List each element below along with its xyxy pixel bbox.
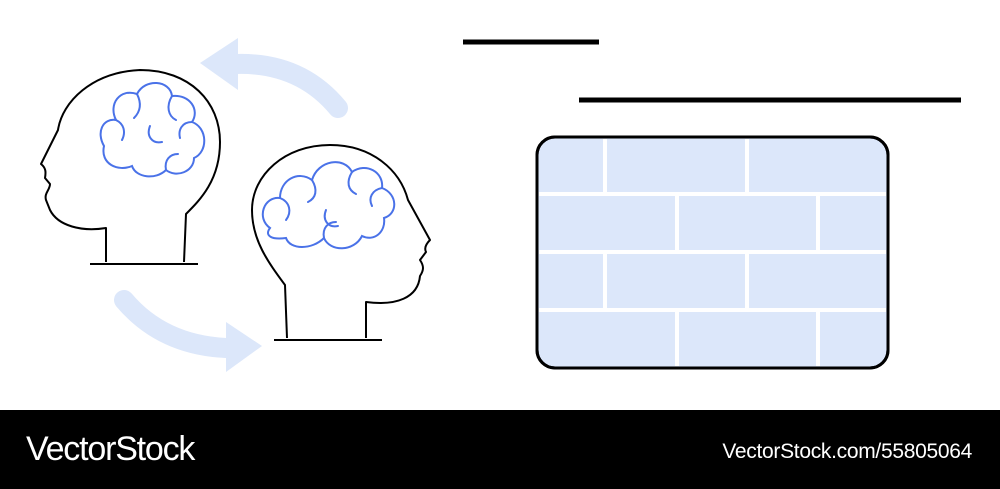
head-left-icon: [40, 69, 221, 265]
illustration: [40, 38, 961, 372]
head-right-icon: [251, 144, 431, 341]
brick-wall-icon: [535, 135, 890, 370]
watermark-bar: VectorStock VectorStock.com/55805064: [0, 410, 1000, 489]
brain-icon: [261, 161, 396, 250]
brain-icon: [99, 82, 206, 178]
cycle-arrow-top-icon: [200, 38, 348, 118]
cycle-arrow-bottom-icon: [114, 290, 262, 372]
watermark-brand: VectorStock: [26, 430, 195, 468]
watermark-image-id: VectorStock.com/55805064: [722, 440, 972, 463]
